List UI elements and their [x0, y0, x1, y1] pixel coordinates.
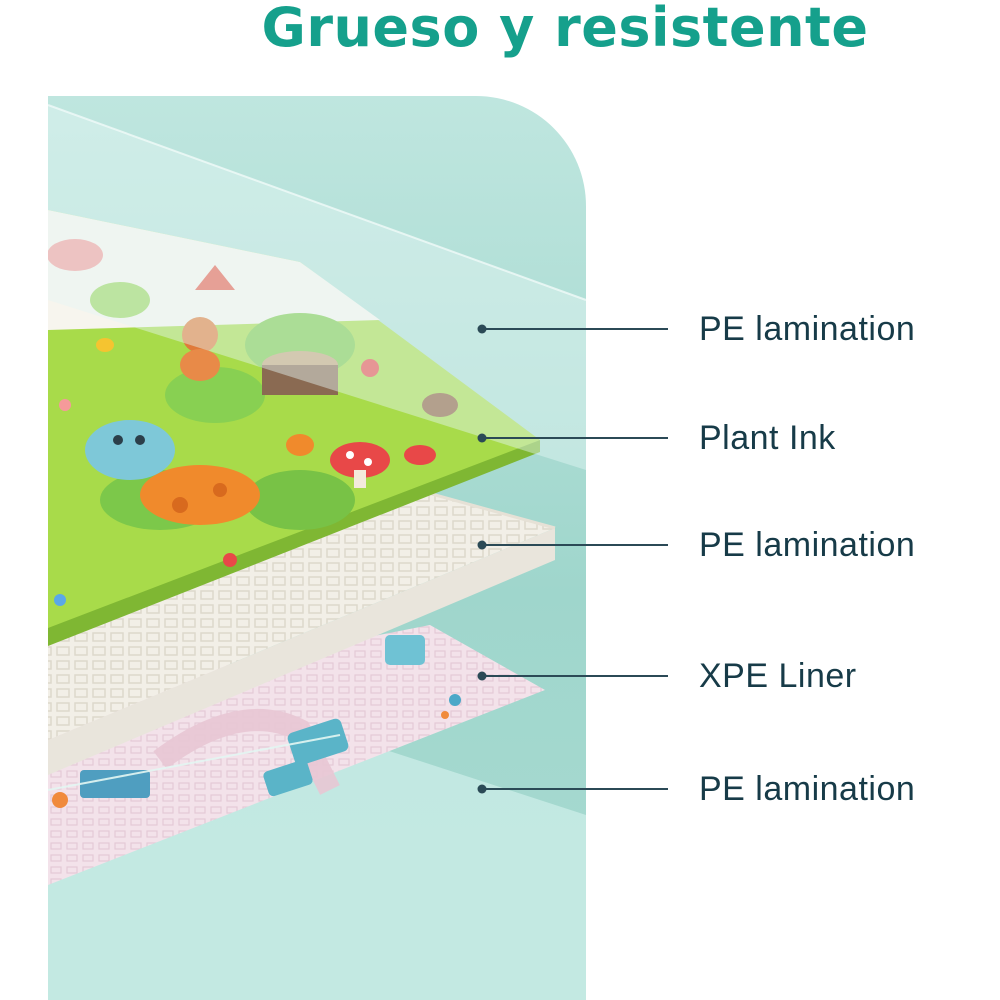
layer-label-plant-ink: Plant Ink [699, 419, 836, 457]
layer-label-xpe-liner: XPE Liner [699, 657, 857, 695]
leader-dot-3 [477, 540, 487, 550]
page-title: Grueso y resistente [261, 0, 869, 59]
leader-dot-4 [477, 671, 487, 681]
leader-dot-1 [477, 324, 487, 334]
pe-lamination-top-sheet [48, 105, 586, 470]
layer-label-pe-lamination-top: PE lamination [699, 310, 916, 348]
foam-core-side [48, 528, 555, 775]
leader-dot-5 [477, 784, 487, 794]
leader-lines [482, 328, 668, 790]
layer-label-pe-lamination-middle: PE lamination [699, 526, 916, 564]
leader-dot-2 [477, 433, 487, 443]
layer-label-pe-lamination-bottom: PE lamination [699, 770, 916, 808]
foam-core-top [48, 488, 555, 740]
